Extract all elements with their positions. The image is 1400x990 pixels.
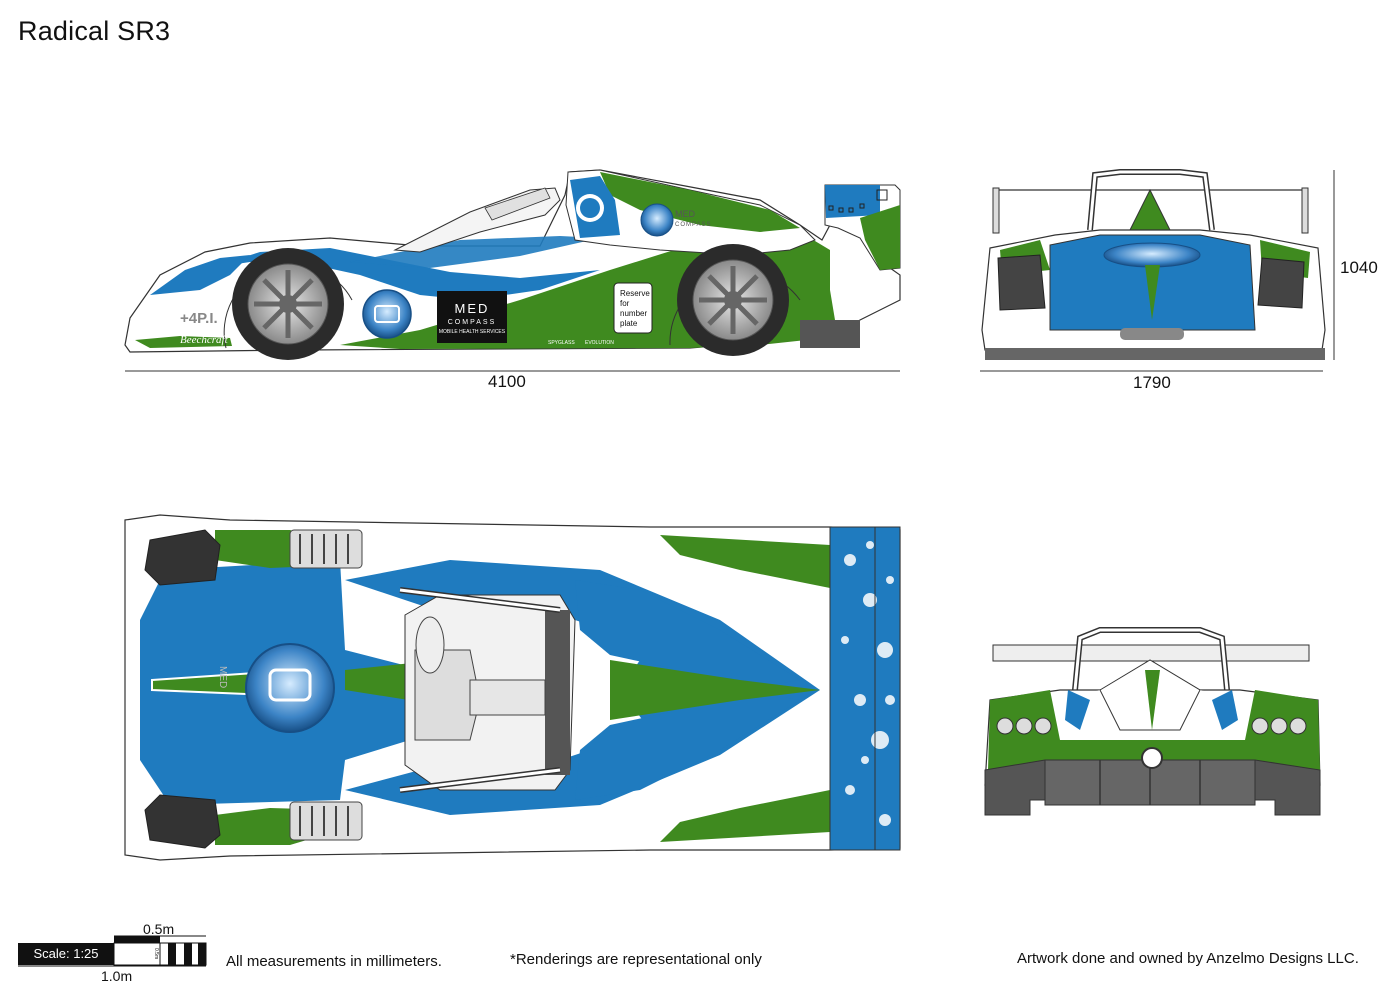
side-mobile-health-text: MOBILE HEALTH SERVICES xyxy=(439,329,506,335)
plate-line-4: plate xyxy=(620,319,638,328)
side-front-wheel xyxy=(232,248,344,360)
top-med-compass-logo xyxy=(245,643,335,733)
scale-label: Scale: 1:25 xyxy=(18,943,114,965)
rear-view xyxy=(984,627,1321,816)
disclaimer: *Renderings are representational only xyxy=(510,951,762,968)
scale-tiny-label: 0.5m xyxy=(153,948,159,960)
side-airbox-med: MED xyxy=(675,209,696,219)
top-rear-wing xyxy=(829,526,901,851)
plate-line-1: Reserve xyxy=(620,289,650,298)
side-med-text: MED xyxy=(455,301,490,316)
scale-bar xyxy=(18,935,207,967)
side-compass-text: COMPASS xyxy=(448,319,497,326)
side-airbox-compass: COMPASS xyxy=(675,222,712,228)
top-med-text: MED xyxy=(217,666,228,688)
front-view xyxy=(980,169,1335,372)
side-med-black-panel xyxy=(437,291,507,343)
plate-line-3: number xyxy=(620,309,647,318)
measurements-note: All measurements in millimeters. xyxy=(226,953,442,970)
number-plate-area xyxy=(613,282,653,334)
side-rear-wheel xyxy=(677,244,789,356)
side-view: MED COMPASS xyxy=(124,169,901,372)
scale-half-meter: 0.5m xyxy=(143,921,175,937)
length-label: 4100 xyxy=(488,372,526,391)
sponsor-api: +4P.I. xyxy=(180,310,218,327)
width-label: 1790 xyxy=(1133,373,1171,392)
top-blue-center xyxy=(140,560,540,805)
side-med-compass-logo xyxy=(362,289,412,339)
top-view: MED xyxy=(124,514,901,861)
plate-line-2: for xyxy=(620,299,630,308)
page-title: Radical SR3 xyxy=(18,16,171,46)
height-label: 1040 xyxy=(1340,258,1378,277)
sponsor-beechcraft: Beechcraft xyxy=(180,334,229,346)
scale-one-meter: 1.0m xyxy=(101,968,133,984)
sponsor-spyglass: SPYGLASS xyxy=(548,340,575,346)
credit: Artwork done and owned by Anzelmo Design… xyxy=(1017,950,1359,967)
sponsor-evolution: EVOLUTION xyxy=(585,340,614,346)
svg-text:Reserve for number: Reserve for number plate xyxy=(620,289,652,328)
